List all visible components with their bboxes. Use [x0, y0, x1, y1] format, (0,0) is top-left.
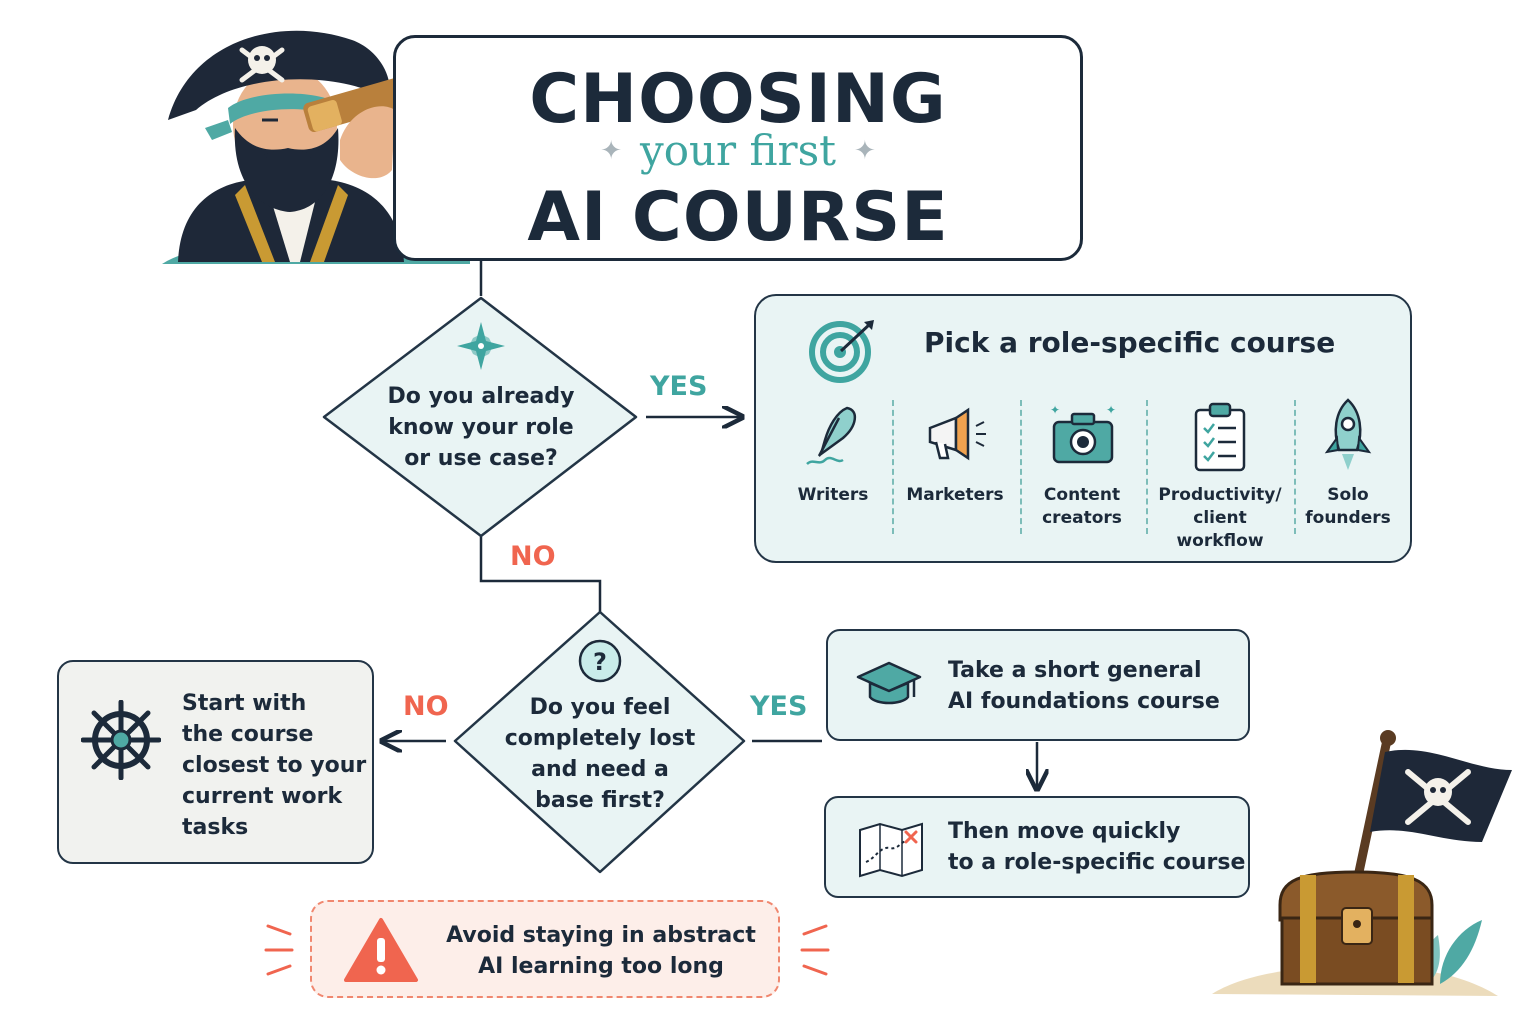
role-solo-founders: Solo founders — [1302, 396, 1394, 530]
clipboard-checklist-icon — [1194, 402, 1246, 472]
role-label: Writers — [797, 485, 869, 505]
warning-line: AI learning too long — [478, 954, 724, 979]
decision-1-line: Do you already — [387, 384, 575, 409]
decision-diamond-2 — [453, 610, 746, 874]
start-line: current work — [182, 784, 343, 809]
camera-icon: ✦ ✦ — [1050, 404, 1116, 464]
sparkle-icon: ✦ — [600, 136, 622, 166]
decision-1-yes-label: YES — [650, 371, 708, 402]
warning-accent-right-icon — [800, 924, 830, 976]
target-icon — [809, 320, 874, 383]
title-box: CHOOSING ✦ your first ✦ AI COURSE — [393, 35, 1083, 261]
decision-2-line: and need a — [531, 757, 669, 782]
title-subtitle-text: your first — [639, 126, 836, 175]
decision-2-no-label: NO — [403, 691, 449, 722]
title-choosing: CHOOSING — [529, 60, 947, 139]
decision-diamond-1 — [322, 296, 638, 538]
role-divider — [1146, 400, 1148, 534]
sparkle-icon: ✦ — [854, 136, 876, 166]
decision-2-text: Do you feel completely lost and need a b… — [490, 692, 710, 816]
svg-text:✦: ✦ — [1106, 404, 1116, 417]
svg-text:?: ? — [593, 648, 607, 676]
role-label: founders — [1305, 508, 1391, 528]
start-with-closest-course-box: Start with the course closest to your cu… — [57, 660, 374, 864]
start-line: the course — [182, 722, 314, 747]
rocket-icon — [1324, 398, 1372, 470]
treasure-map-icon — [859, 822, 923, 878]
role-divider — [892, 400, 894, 534]
then-line: Then move quickly — [948, 819, 1181, 844]
ship-wheel-icon — [81, 700, 161, 780]
role-label: Marketers — [906, 485, 1004, 505]
role-label: client workflow — [1176, 508, 1264, 551]
connector-no-to-d2 — [479, 536, 602, 612]
decision-2-line: base first? — [535, 788, 665, 813]
role-label: creators — [1042, 508, 1122, 528]
warning-box: Avoid staying in abstract AI learning to… — [310, 900, 780, 998]
treasure-chest-with-flag-illustration — [1212, 730, 1512, 996]
decision-1-text: Do you already know your role or use cas… — [371, 381, 591, 474]
decision-1-line: know your role — [388, 415, 574, 440]
megaphone-icon — [928, 407, 986, 461]
compass-star-icon — [457, 322, 505, 370]
decision-2-line: completely lost — [504, 726, 696, 751]
role-label: Solo — [1327, 485, 1369, 505]
role-label: Productivity/ — [1158, 485, 1282, 505]
role-marketers: Marketers — [902, 396, 1008, 507]
decision-2-line: Do you feel — [529, 695, 671, 720]
decision-2-yes-label: YES — [750, 691, 808, 722]
role-productivity: Productivity/ client workflow — [1152, 396, 1288, 553]
then-role-course-box: Then move quickly to a role-specific cou… — [824, 796, 1250, 898]
question-mark-icon: ? — [578, 639, 622, 683]
graduation-cap-icon — [856, 661, 922, 705]
decision-1-no-label: NO — [510, 541, 556, 572]
svg-text:✦: ✦ — [1050, 404, 1060, 417]
quill-pen-icon — [806, 406, 856, 465]
role-specific-box: Pick a role-specific course Writers Mark… — [754, 294, 1412, 563]
start-line: closest to your — [182, 753, 367, 778]
role-label: Content — [1043, 485, 1121, 505]
warning-line: Avoid staying in abstract — [446, 923, 756, 948]
then-line: to a role-specific course — [948, 850, 1246, 875]
title-your-first: ✦ your first ✦ — [396, 126, 1080, 175]
role-box-title: Pick a role-specific course — [924, 326, 1336, 359]
start-line: Start with — [182, 691, 307, 716]
warning-accent-left-icon — [264, 924, 294, 976]
decision-1-line: or use case? — [404, 446, 558, 471]
foundations-line: Take a short general — [948, 658, 1202, 683]
warning-triangle-icon — [344, 918, 418, 982]
foundations-course-box: Take a short general AI foundations cour… — [826, 629, 1250, 741]
role-content-creators: ✦ ✦ Content creators — [1030, 396, 1134, 530]
title-ai-course: AI COURSE — [527, 178, 949, 257]
role-divider — [1020, 400, 1022, 534]
foundations-line: AI foundations course — [948, 689, 1220, 714]
role-writers: Writers — [788, 396, 878, 507]
start-line: tasks — [182, 815, 249, 840]
role-divider — [1294, 400, 1296, 534]
